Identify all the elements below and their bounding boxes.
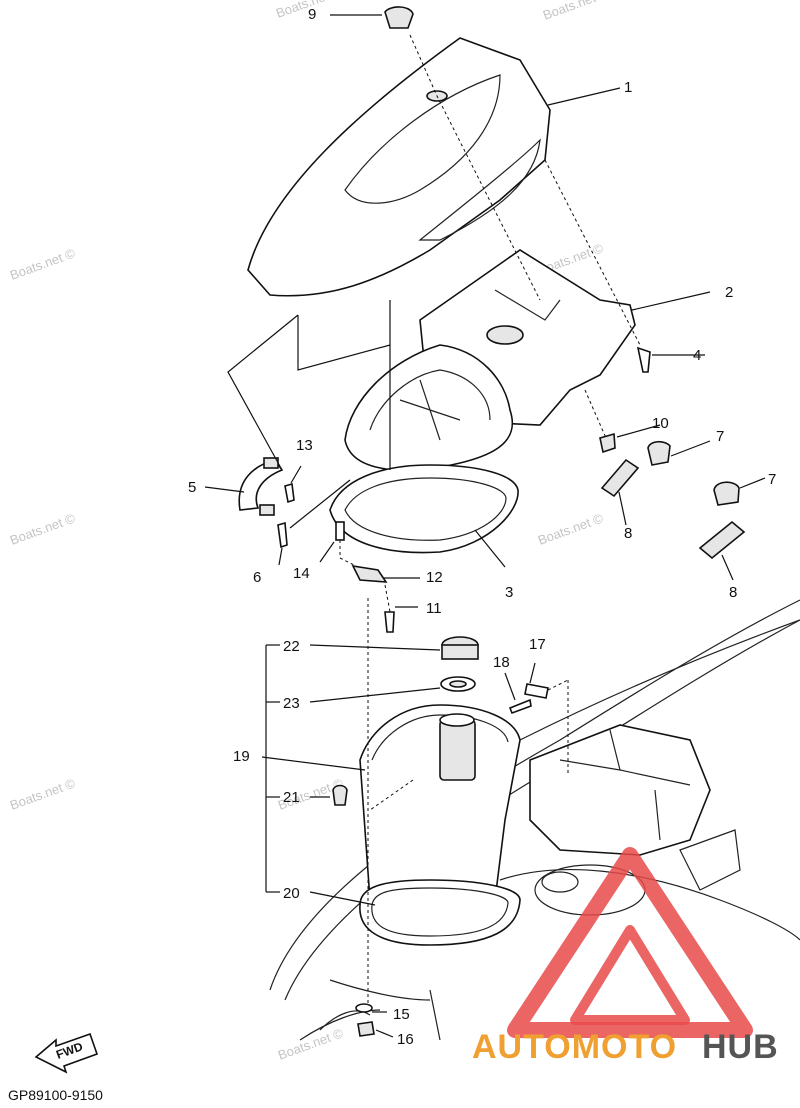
top-cover-part [247, 37, 551, 297]
hardware-parts [277, 6, 746, 1037]
callout-3: 3 [505, 584, 513, 601]
leader-lines [204, 14, 766, 1038]
callout-15: 15 [393, 1006, 410, 1023]
watermark: Boats.net © [8, 775, 78, 813]
gasket-part [329, 464, 519, 554]
callout-8a: 8 [624, 525, 632, 542]
watermark: Boats.net © [8, 510, 78, 548]
callout-12: 12 [426, 569, 443, 586]
callout-16: 16 [397, 1031, 414, 1048]
watermark: Boats.net © [536, 510, 606, 548]
callout-19: 19 [233, 748, 250, 765]
storage-box-part [359, 704, 521, 901]
callout-17: 17 [529, 636, 546, 653]
callout-22: 22 [283, 638, 300, 655]
callout-21: 21 [283, 789, 300, 806]
strap-part [238, 457, 284, 516]
watermark: Boats.net © [276, 1025, 346, 1063]
logo-text-secondary: HUB [702, 1028, 779, 1066]
callout-2: 2 [725, 284, 733, 301]
callout-5: 5 [188, 479, 196, 496]
callout-7b: 7 [768, 471, 776, 488]
callout-10: 10 [652, 415, 669, 432]
callout-11: 11 [426, 600, 442, 617]
callout-14: 14 [293, 565, 310, 582]
callout-labels: 1 2 3 4 5 6 7 7 8 8 9 10 11 12 13 14 15 … [188, 6, 776, 1048]
callout-23: 23 [283, 695, 300, 712]
automotohub-logo: AUTOMOTO HUB [472, 847, 779, 1066]
diagram-code: GP89100-9150 [8, 1087, 103, 1103]
callout-4: 4 [693, 347, 701, 364]
callout-1: 1 [624, 79, 632, 96]
callout-6: 6 [253, 569, 261, 586]
box-gasket-part [359, 879, 521, 946]
callout-7a: 7 [716, 428, 724, 445]
watermark: Boats.net © [8, 245, 78, 283]
watermark: Boats.net © [541, 0, 611, 23]
callout-9: 9 [308, 6, 316, 23]
fwd-arrow: FWD [34, 1032, 99, 1074]
callout-20: 20 [283, 885, 300, 902]
hull-deck [269, 599, 800, 1041]
callout-13: 13 [296, 437, 313, 454]
storage-compartment-part [344, 344, 514, 472]
callout-18: 18 [493, 654, 510, 671]
logo-text-primary: AUTOMOTO [472, 1028, 677, 1066]
callout-8b: 8 [729, 584, 737, 601]
